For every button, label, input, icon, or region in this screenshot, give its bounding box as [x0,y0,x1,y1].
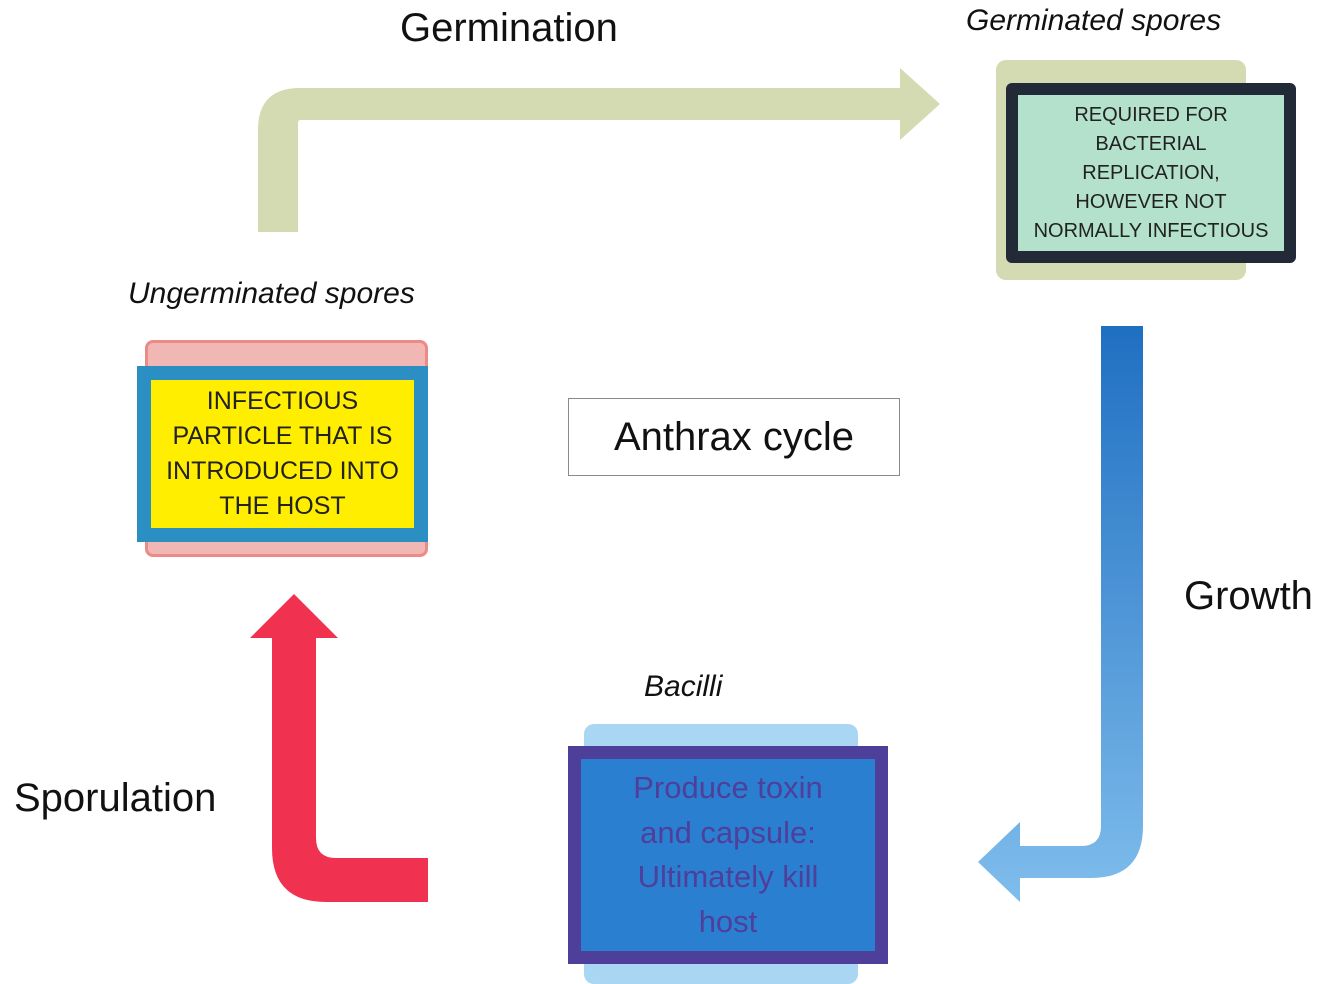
center-title-box: Anthrax cycle [568,398,900,476]
ungerminated-title: Ungerminated spores [128,277,415,310]
bacilli-title: Bacilli [644,670,723,703]
sporulation-label: Sporulation [14,776,217,820]
bacilli-card-face: Produce toxin and capsule: Ultimately ki… [568,746,888,964]
germinated-title: Germinated spores [966,4,1222,37]
germinated-card-face: REQUIRED FOR BACTERIAL REPLICATION, HOWE… [1006,83,1296,263]
ungerminated-card-face: INFECTIOUS PARTICLE THAT IS INTRODUCED I… [137,366,428,542]
bacilli-description: Produce toxin and capsule: Ultimately ki… [633,770,823,939]
growth-label: Growth [1184,574,1313,618]
germinated-description: REQUIRED FOR BACTERIAL REPLICATION, HOWE… [1033,103,1269,242]
germination-label: Germination [400,6,618,50]
germination-arrow [258,68,940,232]
sporulation-arrow [250,594,428,902]
ungerminated-description: INFECTIOUS PARTICLE THAT IS INTRODUCED I… [166,387,399,520]
center-title: Anthrax cycle [613,414,855,459]
growth-arrow [978,326,1143,902]
